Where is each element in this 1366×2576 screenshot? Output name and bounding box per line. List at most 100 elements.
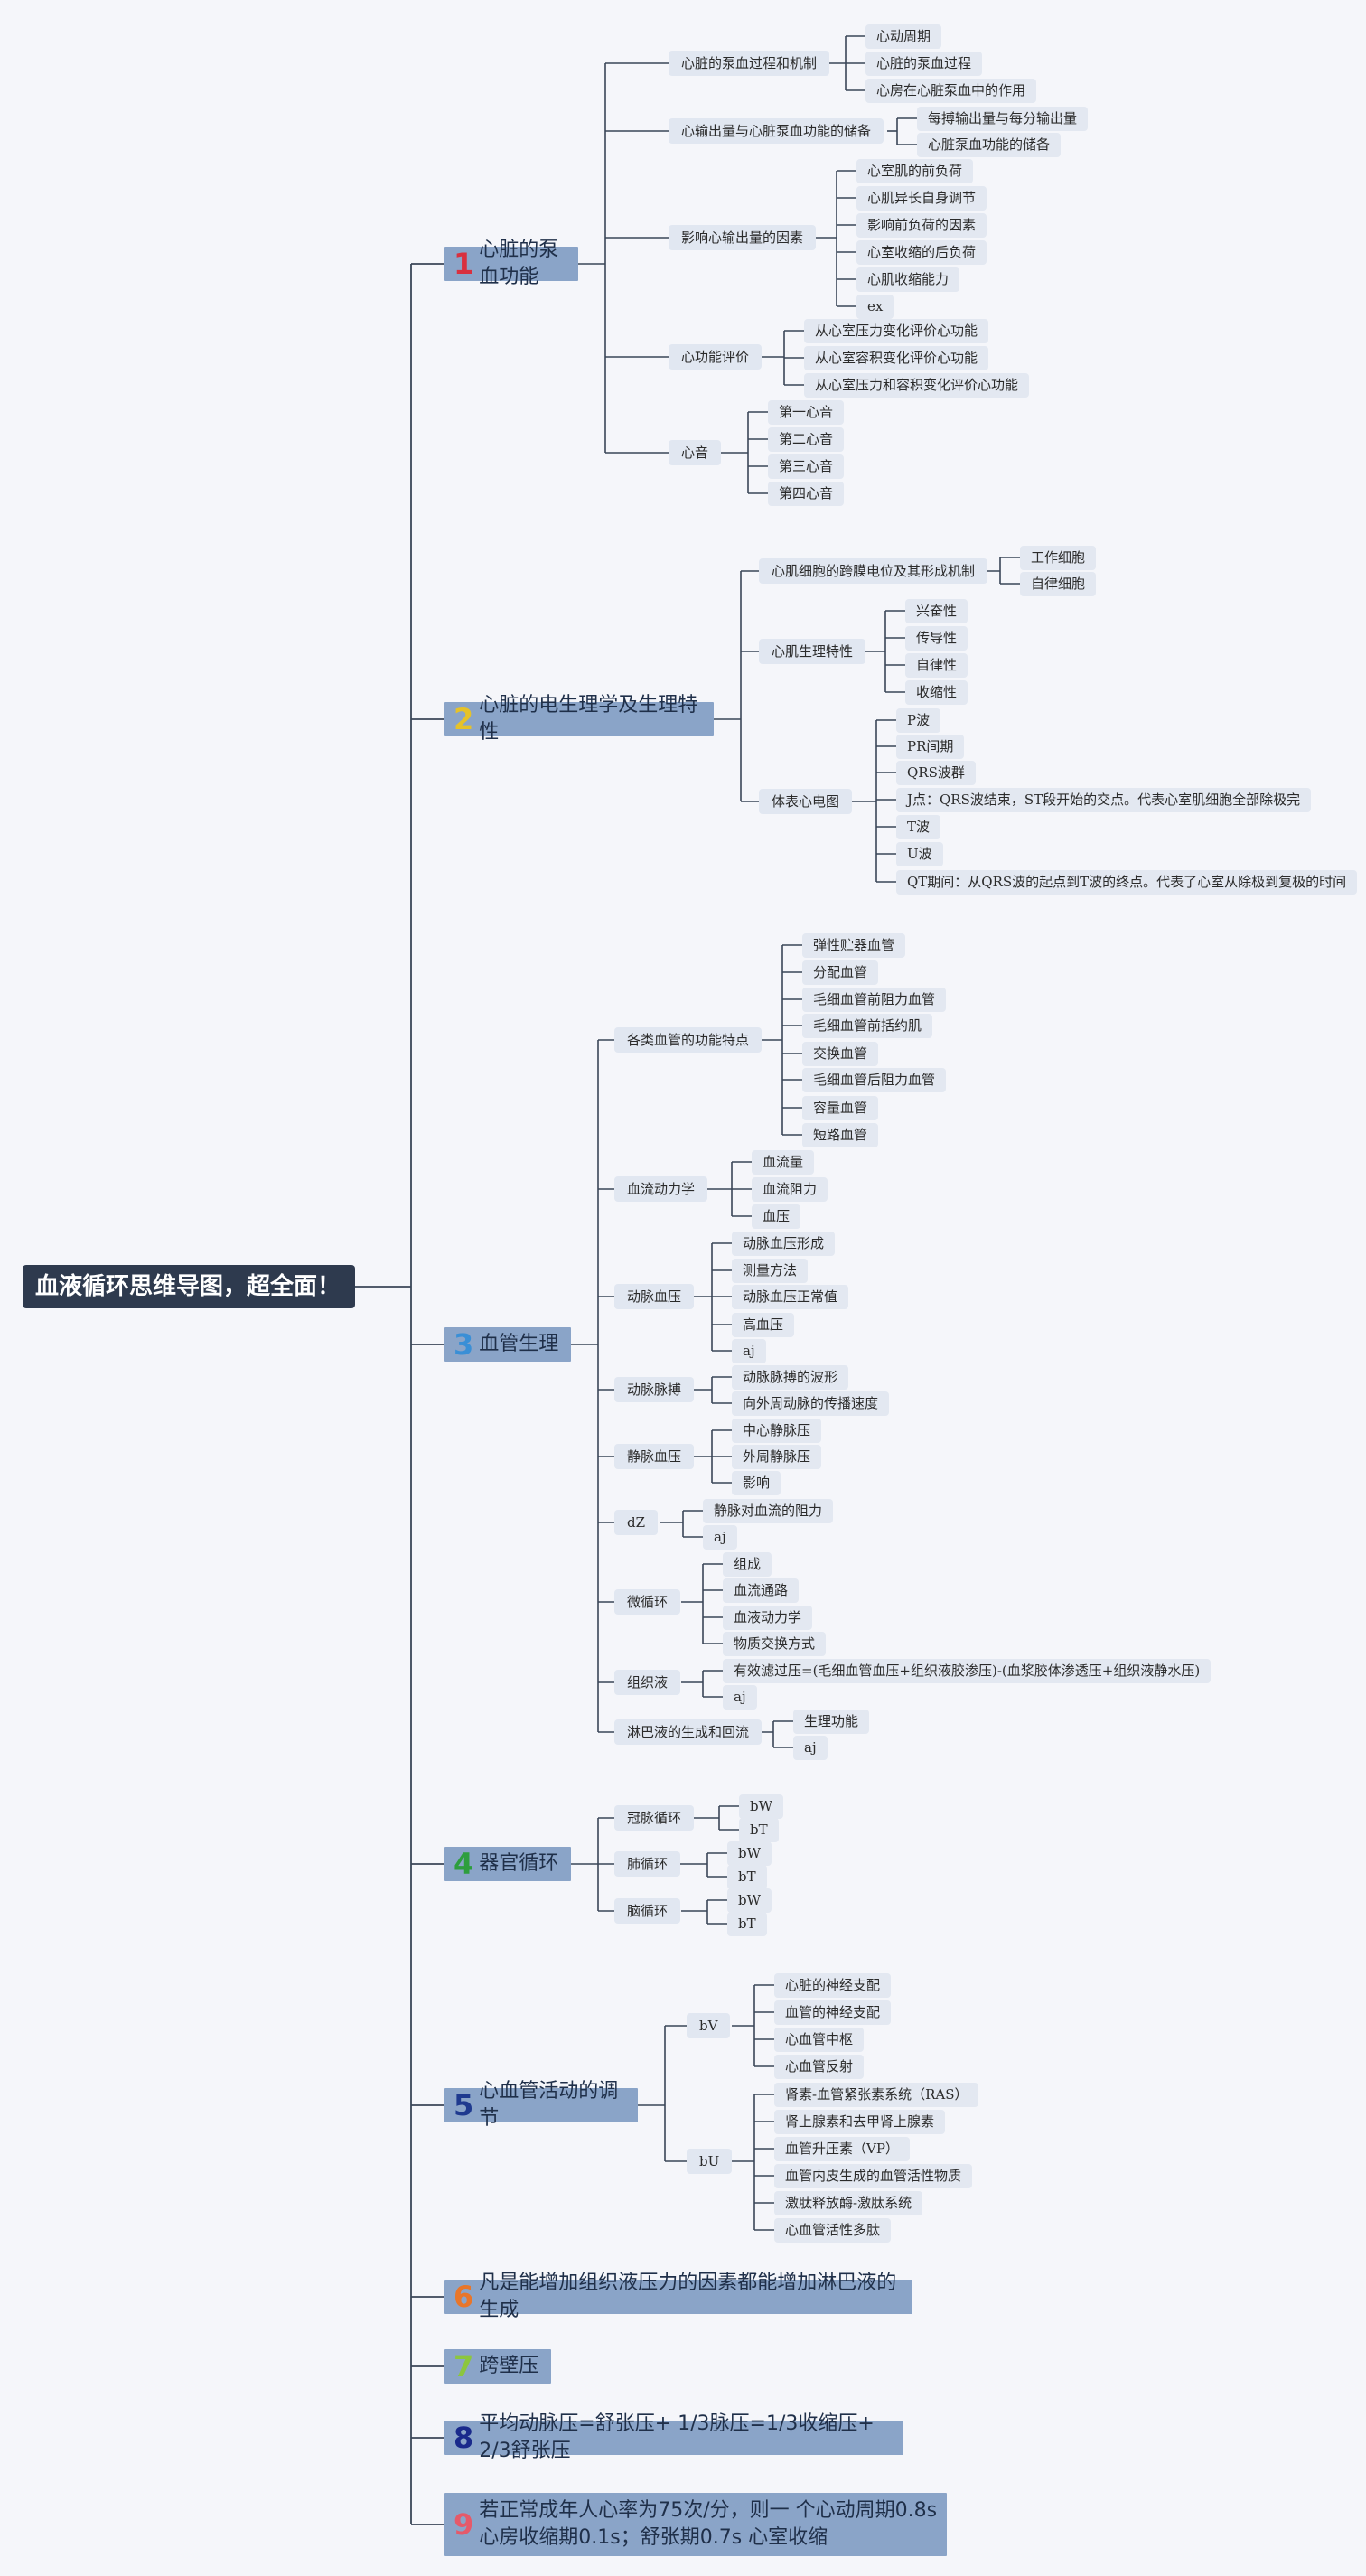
leaf-3-4-1[interactable]: 动脉脉搏的波形 xyxy=(732,1364,849,1390)
leaf-1-3-6[interactable]: ex xyxy=(856,294,894,319)
leaf-2-2-3[interactable]: 自律性 xyxy=(905,652,968,678)
subtopic-4-2[interactable]: 肺循环 xyxy=(614,1851,681,1877)
subtopic-3-1[interactable]: 各类血管的功能特点 xyxy=(614,1027,763,1053)
subtopic-3-4[interactable]: 动脉脉搏 xyxy=(614,1377,695,1402)
subtopic-3-6[interactable]: dZ xyxy=(614,1510,659,1535)
leaf-1-4-3[interactable]: 从心室压力和容积变化评价心功能 xyxy=(804,372,1030,398)
leaf-3-5-2[interactable]: 外周静脉压 xyxy=(732,1444,822,1469)
leaf-3-1-6[interactable]: 毛细血管后阻力血管 xyxy=(802,1067,947,1092)
leaf-1-2-1[interactable]: 每搏输出量与每分输出量 xyxy=(917,106,1089,131)
leaf-1-2-2[interactable]: 心脏泵血功能的储备 xyxy=(917,132,1062,157)
leaf-5-2-4[interactable]: 血管内皮生成的血管活性物质 xyxy=(774,2163,973,2188)
leaf-3-1-2[interactable]: 分配血管 xyxy=(802,960,879,985)
subtopic-3-3[interactable]: 动脉血压 xyxy=(614,1284,695,1309)
leaf-2-3-3[interactable]: QRS波群 xyxy=(896,760,976,785)
leaf-3-4-2[interactable]: 向外周动脉的传播速度 xyxy=(732,1391,890,1416)
subtopic-3-8[interactable]: 组织液 xyxy=(614,1670,681,1695)
leaf-1-5-4[interactable]: 第四心音 xyxy=(768,481,845,506)
leaf-2-2-2[interactable]: 传导性 xyxy=(905,625,968,651)
leaf-4-2-2[interactable]: bT xyxy=(727,1864,767,1889)
leaf-1-5-3[interactable]: 第三心音 xyxy=(768,454,845,479)
leaf-1-3-1[interactable]: 心室肌的前负荷 xyxy=(856,158,974,183)
leaf-3-7-4[interactable]: 物质交换方式 xyxy=(723,1631,827,1656)
subtopic-3-9[interactable]: 淋巴液的生成和回流 xyxy=(614,1719,763,1745)
leaf-3-3-2[interactable]: 测量方法 xyxy=(732,1258,809,1283)
leaf-2-3-2[interactable]: PR间期 xyxy=(896,734,965,759)
leaf-5-2-6[interactable]: 心血管活性多肽 xyxy=(774,2217,892,2243)
leaf-1-3-2[interactable]: 心肌异长自身调节 xyxy=(856,185,987,211)
leaf-3-1-5[interactable]: 交换血管 xyxy=(802,1041,879,1066)
subtopic-2-2[interactable]: 心肌生理特性 xyxy=(759,639,866,664)
subtopic-2-1[interactable]: 心肌细胞的跨膜电位及其形成机制 xyxy=(759,558,988,584)
subtopic-5-2[interactable]: bU xyxy=(687,2149,733,2174)
leaf-2-3-6[interactable]: U波 xyxy=(896,841,943,866)
leaf-2-1-2[interactable]: 自律细胞 xyxy=(1020,571,1097,596)
leaf-2-3-5[interactable]: T波 xyxy=(896,814,941,839)
leaf-4-3-2[interactable]: bT xyxy=(727,1911,767,1936)
subtopic-1-5[interactable]: 心音 xyxy=(669,440,722,465)
subtopic-3-2[interactable]: 血流动力学 xyxy=(614,1176,708,1202)
leaf-3-8-1[interactable]: 有效滤过压=(毛细血管血压+组织液胶渗压)-(血浆胶体渗透压+组织液静水压) xyxy=(723,1658,1212,1683)
leaf-2-2-1[interactable]: 兴奋性 xyxy=(905,598,968,623)
leaf-5-1-4[interactable]: 心血管反射 xyxy=(774,2054,865,2079)
leaf-3-6-2[interactable]: aj xyxy=(703,1524,737,1550)
subtopic-5-1[interactable]: bV xyxy=(687,2013,731,2038)
subtopic-3-7[interactable]: 微循环 xyxy=(614,1589,681,1615)
leaf-4-1-1[interactable]: bW xyxy=(739,1794,784,1819)
leaf-3-2-1[interactable]: 血流量 xyxy=(752,1149,815,1175)
leaf-3-2-3[interactable]: 血压 xyxy=(752,1204,801,1229)
leaf-3-1-7[interactable]: 容量血管 xyxy=(802,1095,879,1120)
leaf-3-3-5[interactable]: aj xyxy=(732,1338,766,1363)
leaf-3-8-2[interactable]: aj xyxy=(723,1684,757,1710)
leaf-1-5-2[interactable]: 第二心音 xyxy=(768,426,845,452)
leaf-3-1-8[interactable]: 短路血管 xyxy=(802,1122,879,1147)
root-topic[interactable]: 血液循环思维导图，超全面！ xyxy=(23,1265,355,1308)
leaf-3-3-4[interactable]: 高血压 xyxy=(732,1312,795,1337)
subtopic-1-3[interactable]: 影响心输出量的因素 xyxy=(669,225,817,250)
leaf-2-1-1[interactable]: 工作细胞 xyxy=(1020,545,1097,570)
leaf-1-1-2[interactable]: 心脏的泵血过程 xyxy=(865,51,983,76)
leaf-3-1-3[interactable]: 毛细血管前阻力血管 xyxy=(802,987,947,1012)
subtopic-1-2[interactable]: 心输出量与心脏泵血功能的储备 xyxy=(669,118,884,144)
leaf-3-6-1[interactable]: 静脉对血流的阻力 xyxy=(703,1498,834,1523)
leaf-4-2-1[interactable]: bW xyxy=(727,1841,772,1866)
leaf-1-5-1[interactable]: 第一心音 xyxy=(768,399,845,425)
leaf-1-4-2[interactable]: 从心室容积变化评价心功能 xyxy=(804,345,989,370)
leaf-1-3-4[interactable]: 心室收缩的后负荷 xyxy=(856,239,987,265)
leaf-3-9-1[interactable]: 生理功能 xyxy=(793,1709,870,1734)
leaf-3-5-1[interactable]: 中心静脉压 xyxy=(732,1418,822,1443)
leaf-3-7-1[interactable]: 组成 xyxy=(723,1551,772,1577)
leaf-3-1-1[interactable]: 弹性贮器血管 xyxy=(802,932,906,958)
subtopic-4-1[interactable]: 冠脉循环 xyxy=(614,1805,695,1831)
leaf-1-1-1[interactable]: 心动周期 xyxy=(865,23,942,49)
leaf-5-2-5[interactable]: 激肽释放酶-激肽系统 xyxy=(774,2190,923,2215)
leaf-4-1-2[interactable]: bT xyxy=(739,1817,779,1842)
leaf-5-1-3[interactable]: 心血管中枢 xyxy=(774,2027,865,2052)
leaf-4-3-1[interactable]: bW xyxy=(727,1888,772,1913)
leaf-1-4-1[interactable]: 从心室压力变化评价心功能 xyxy=(804,318,989,343)
subtopic-1-1[interactable]: 心脏的泵血过程和机制 xyxy=(669,51,830,76)
leaf-3-7-3[interactable]: 血液动力学 xyxy=(723,1605,813,1630)
subtopic-3-5[interactable]: 静脉血压 xyxy=(614,1444,695,1469)
subtopic-4-3[interactable]: 脑循环 xyxy=(614,1898,681,1924)
leaf-3-7-2[interactable]: 血流通路 xyxy=(723,1578,800,1603)
leaf-1-1-3[interactable]: 心房在心脏泵血中的作用 xyxy=(865,78,1037,103)
leaf-3-9-2[interactable]: aj xyxy=(793,1735,828,1760)
leaf-3-3-1[interactable]: 动脉血压形成 xyxy=(732,1231,836,1256)
leaf-2-2-4[interactable]: 收缩性 xyxy=(905,679,968,705)
leaf-5-2-1[interactable]: 肾素-血管紧张素系统（RAS） xyxy=(774,2082,979,2107)
leaf-2-3-1[interactable]: P波 xyxy=(896,707,941,733)
leaf-5-1-2[interactable]: 血管的神经支配 xyxy=(774,2000,892,2025)
leaf-2-3-7[interactable]: QT期间：从QRS波的起点到T波的终点。代表了心室从除极到复极的时间 xyxy=(896,869,1358,895)
leaf-5-2-3[interactable]: 血管升压素（VP） xyxy=(774,2136,910,2161)
leaf-3-1-4[interactable]: 毛细血管前括约肌 xyxy=(802,1013,933,1038)
leaf-5-1-1[interactable]: 心脏的神经支配 xyxy=(774,1972,892,1998)
